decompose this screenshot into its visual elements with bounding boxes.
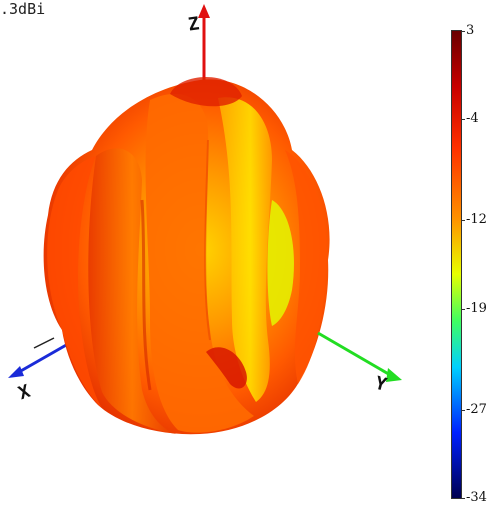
- colorbar-tick-mark: [461, 498, 465, 499]
- z-axis-label: Z: [187, 13, 201, 35]
- y-axis-label: Y: [373, 373, 389, 396]
- colorbar-gradient: [452, 31, 461, 498]
- lobe-ridge-left-outer: [47, 156, 102, 408]
- lobe-bulge-right: [267, 200, 294, 326]
- colorbar-tick-label: -27: [466, 401, 487, 417]
- colorbar-tick-label: -12: [466, 212, 487, 228]
- colorbar-tick-label: -4: [466, 111, 479, 127]
- radiation-lobe: [43, 77, 330, 435]
- colorbar-tick-label: -19: [466, 300, 487, 316]
- colorbar-tick-label: 3: [466, 23, 475, 38]
- lobe-ridge-far-right: [285, 150, 328, 384]
- x-axis-line: [11, 338, 76, 378]
- lobe-ridge-right: [218, 97, 272, 402]
- colorbar-tick-mark: [461, 308, 465, 310]
- y-axis-line: [317, 331, 393, 378]
- gain-colorbar: [451, 30, 462, 499]
- lobe-ridge-center: [145, 93, 254, 433]
- x-axis-arrowhead: [8, 366, 24, 378]
- x-axis-shadow-line: [33, 337, 55, 349]
- max-gain-label: .3dBi: [0, 0, 46, 18]
- z-axis-arrowhead: [198, 4, 210, 18]
- colorbar-tick-mark: [461, 119, 465, 121]
- y-axis-arrowhead: [386, 368, 402, 382]
- lobe-fold-shadow-left: [140, 199, 152, 391]
- colorbar-tick-mark: [461, 409, 465, 411]
- colorbar-tick-mark: [461, 31, 465, 32]
- lobe-ridge-left-inner: [88, 148, 176, 434]
- colorbar-tick-label: -34: [466, 490, 487, 505]
- colorbar-tick-mark: [461, 220, 465, 222]
- lobe-top-bump: [170, 77, 242, 107]
- lobe-inner-curl: [206, 347, 247, 389]
- lobe-fold-shadow-mid: [204, 139, 211, 341]
- x-axis-label: X: [16, 381, 34, 404]
